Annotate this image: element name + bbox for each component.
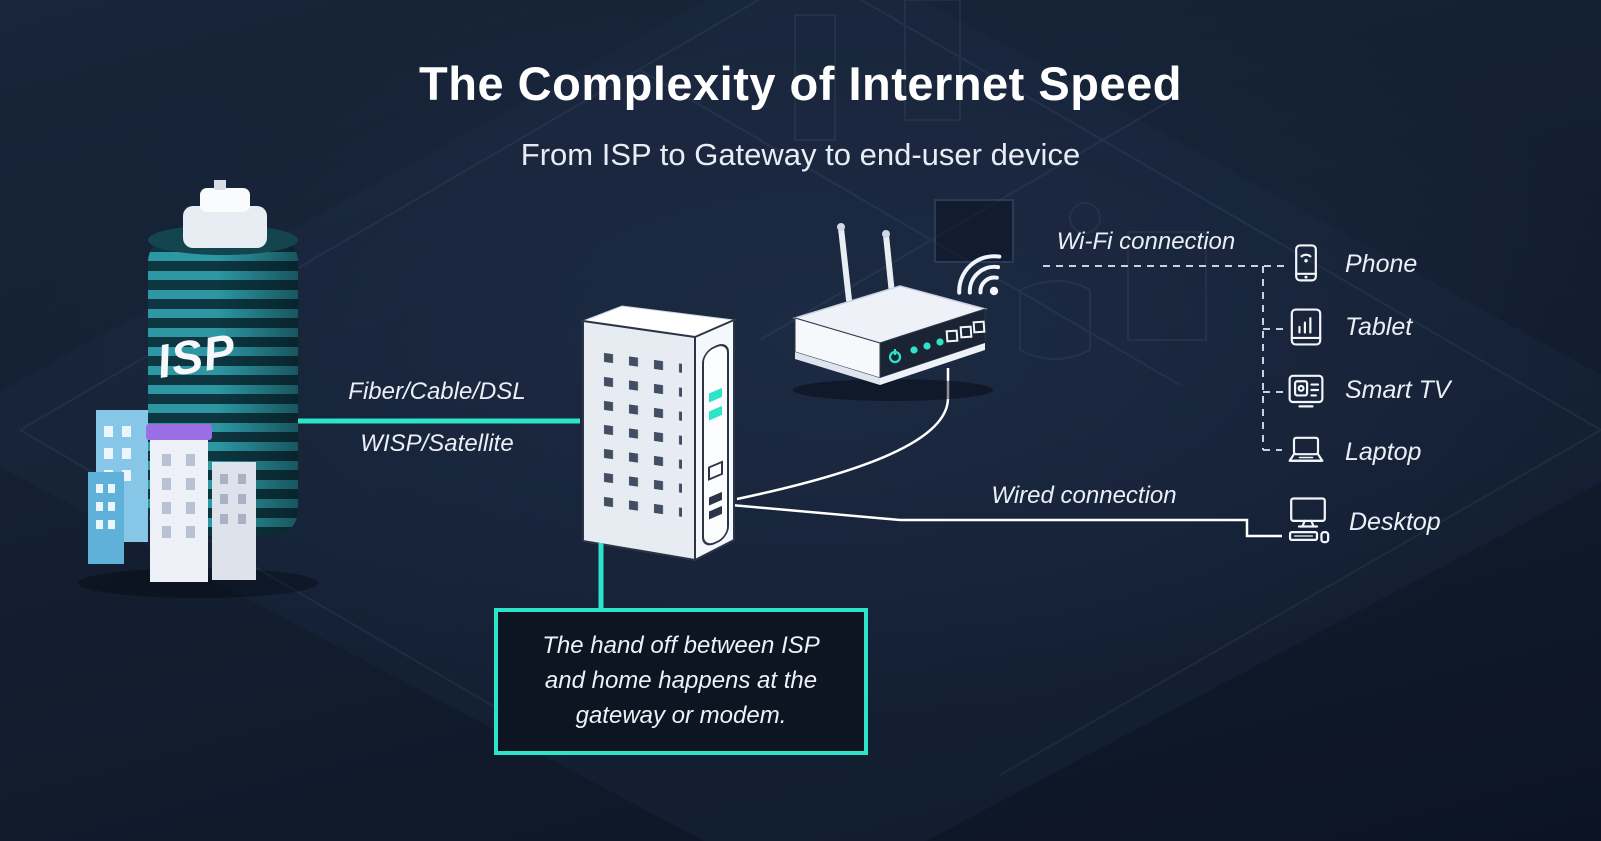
router-status-lights [910, 338, 944, 354]
page-subtitle: From ISP to Gateway to end-user device [520, 137, 1081, 172]
wired-line [730, 503, 1282, 538]
smart-tv-icon [1288, 374, 1324, 408]
city-buildings [88, 410, 256, 582]
modem-illustration [581, 305, 736, 562]
device-label-tablet: Tablet [1345, 312, 1413, 341]
wisp-satellite-label: WISP/Satellite [360, 430, 514, 457]
desktop-icon [1288, 497, 1330, 544]
modem-vents [598, 348, 682, 528]
device-row-phone: Phone [1282, 240, 1417, 288]
modem-status-light [709, 387, 722, 403]
gateway-callout-box: The hand off between ISP and home happen… [494, 608, 868, 755]
device-label-laptop: Laptop [1345, 437, 1422, 466]
router-ports [945, 320, 986, 343]
phone-icon [1295, 244, 1317, 282]
wifi-connection-label: Wi-Fi connection [1056, 228, 1236, 255]
device-row-tablet: Tablet [1282, 303, 1412, 351]
isp-label: ISP [153, 323, 239, 388]
device-label-phone: Phone [1345, 249, 1418, 278]
wired-connection-label: Wired connection [991, 482, 1177, 509]
device-row-desktop: Desktop [1282, 494, 1441, 550]
device-label-desktop: Desktop [1349, 507, 1441, 536]
tablet-icon [1290, 308, 1322, 346]
device-row-laptop: Laptop [1282, 428, 1421, 476]
page-title: The Complexity of Internet Speed [419, 57, 1182, 110]
router-power-icon [888, 349, 902, 364]
router-modem-line [736, 368, 950, 501]
laptop-icon [1288, 436, 1324, 462]
wifi-signal-icon [957, 254, 1002, 296]
gateway-callout-text: The hand off between ISP and home happen… [542, 632, 820, 729]
isp-building-illustration: ISP [78, 180, 318, 598]
fiber-cable-dsl-label: Fiber/Cable/DSL [348, 378, 526, 405]
device-row-smart-tv: Smart TV [1282, 366, 1451, 414]
modem-port-panel [702, 344, 729, 546]
wifi-dashed-line [1043, 265, 1284, 451]
router-illustration [792, 223, 993, 401]
modem-status-light [709, 405, 722, 421]
device-label-smart-tv: Smart TV [1345, 375, 1451, 404]
background-tv [934, 199, 1014, 263]
background-floorplan [19, 0, 1601, 776]
